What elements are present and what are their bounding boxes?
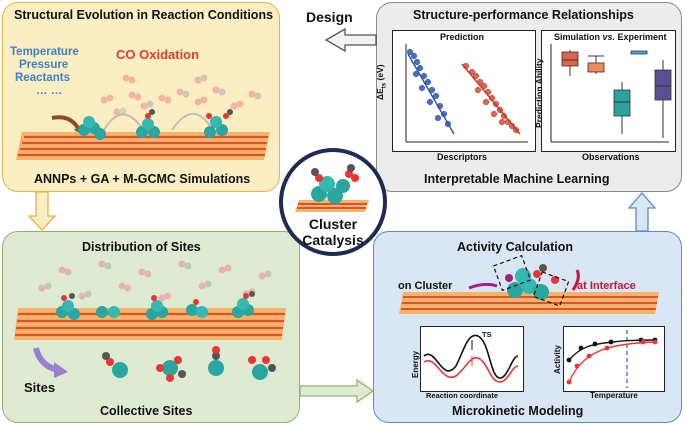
- reaction-coordinate-label: Reaction coordinate: [426, 391, 499, 400]
- tl-footer: ANNPs + GA + M-GCMC Simulations: [34, 172, 251, 186]
- simulation-title-c: Experiment: [615, 32, 667, 42]
- design-arrow: [324, 27, 377, 53]
- reaction-co-oxidation: CO Oxidation: [116, 47, 200, 62]
- temperature-label: Temperature: [590, 391, 638, 400]
- surface-stripes: [18, 135, 268, 157]
- bl-footer: Collective Sites: [100, 404, 193, 418]
- activity-ylabel: Activity: [553, 345, 562, 374]
- condition-ellipsis: … …: [36, 85, 63, 97]
- on-cluster-arrow: [468, 282, 498, 290]
- prediction-box: [392, 30, 536, 152]
- simulation-title: Simulation vs. Experiment: [554, 32, 667, 42]
- energy-ylabel: Energy: [411, 350, 420, 378]
- simulation-title-a: Simulation: [554, 32, 603, 42]
- simulation-ylabel: Prediction Ability: [534, 58, 544, 128]
- br-illustration: [399, 254, 659, 314]
- at-interface-label: at Interface: [577, 280, 636, 292]
- site-icon-3: [208, 346, 224, 376]
- cluster-2: [136, 109, 160, 138]
- cluster-1: [78, 116, 106, 140]
- box-5: [654, 60, 672, 138]
- on-cluster-label: on Cluster: [398, 280, 453, 292]
- prediction-ylabel-sub: ts: [381, 82, 388, 89]
- site-icon-2: [156, 356, 186, 382]
- bl-title: Distribution of Sites: [82, 240, 201, 254]
- br-footer: Microkinetic Modeling: [452, 404, 584, 418]
- design-label: Design: [306, 9, 353, 25]
- box-2: [587, 55, 605, 74]
- tr-footer: Interpretable Machine Learning: [424, 172, 610, 186]
- site-icon-4: [248, 356, 276, 380]
- activity-plot: [566, 330, 658, 388]
- activity-box: [563, 326, 665, 392]
- prediction-ylabel-symbol: ΔE: [375, 88, 385, 100]
- center-label-line2: Catalysis: [302, 232, 364, 248]
- gas-molecules: [100, 74, 262, 116]
- box-4: [630, 50, 648, 55]
- br-title: Activity Calculation: [457, 240, 573, 254]
- up-arrow-right: [627, 192, 657, 232]
- cluster-3: [204, 109, 233, 138]
- ts-label: TS: [482, 330, 492, 339]
- energy-profile: [423, 334, 519, 383]
- simulation-xlabel: Observations: [582, 152, 640, 162]
- oxide-surface: [16, 132, 270, 160]
- condition-pressure: Pressure: [19, 59, 69, 71]
- center-label-line1: Cluster: [308, 216, 358, 232]
- tl-illustration: [16, 74, 270, 160]
- site-icon-1: [102, 352, 128, 378]
- prediction-ylabel-unit: (eV): [375, 64, 385, 81]
- oxide-surface-bl: [14, 308, 286, 340]
- clusters-bl: [56, 291, 255, 320]
- prediction-xlabel: Descriptors: [437, 152, 488, 162]
- prediction-ylabel: ΔEts (eV): [375, 64, 388, 100]
- prediction-title: Prediction: [440, 32, 485, 42]
- energy-red-curve: [423, 357, 519, 383]
- tl-title: Structural Evolution in Reaction Conditi…: [14, 8, 274, 22]
- simulation-box: [541, 30, 676, 152]
- prediction-blue-fit: [407, 53, 455, 135]
- box-3: [613, 82, 631, 134]
- bl-illustration: [14, 260, 286, 382]
- prediction-red-fit: [461, 63, 521, 135]
- prediction-plot: [405, 44, 528, 143]
- green-arrow-right: [299, 378, 375, 404]
- down-arrow-left: [27, 191, 57, 231]
- simulation-boxplot: [550, 44, 672, 143]
- selection-boxes: [492, 254, 570, 307]
- prediction-blue-points: [406, 48, 452, 128]
- sites-label: Sites: [24, 380, 56, 395]
- simulation-title-vs: vs.: [602, 32, 616, 42]
- box-1: [561, 50, 579, 76]
- center-cluster: [295, 164, 369, 212]
- at-interface-arrow: [571, 269, 580, 291]
- condition-temperature: Temperature: [10, 46, 79, 58]
- energy-black-curve: [423, 334, 519, 379]
- tr-title: Structure-performance Relationships: [413, 8, 634, 22]
- condition-reactants: Reactants: [15, 72, 70, 84]
